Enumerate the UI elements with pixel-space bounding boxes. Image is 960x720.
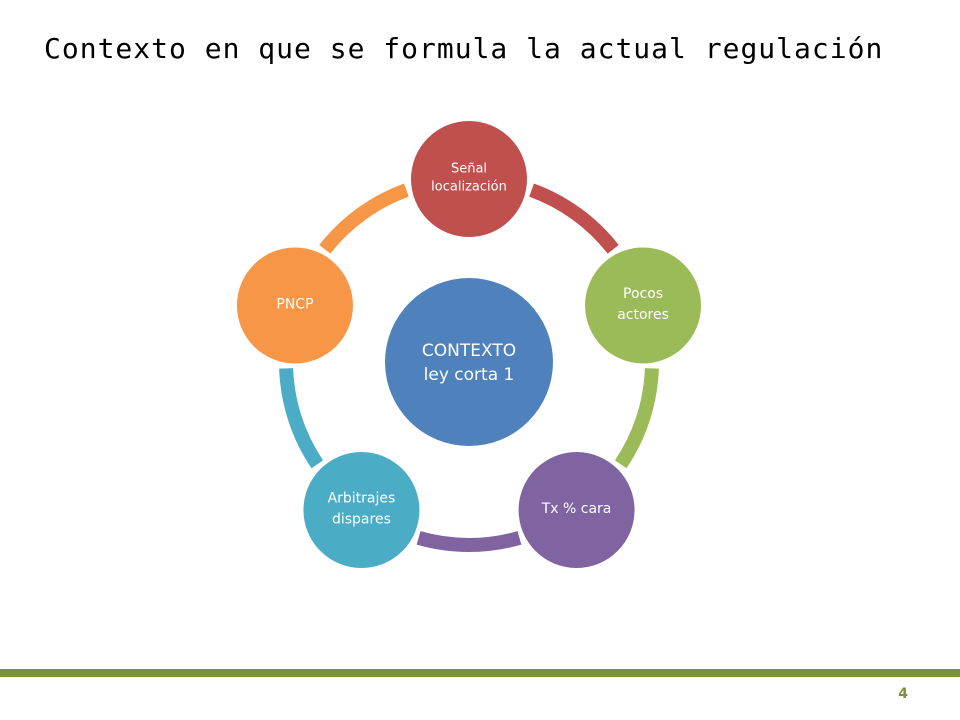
slide-title: Contexto en que se formula la actual reg… xyxy=(44,32,884,65)
cycle-ring xyxy=(279,183,659,552)
connector-arc-pncp xyxy=(319,183,409,254)
node-label-pncp: PNCP xyxy=(276,296,313,312)
node-pocos-actores xyxy=(585,247,702,364)
connector-arc-pocos-actores xyxy=(614,368,659,469)
node-label-tx-cara: Tx % cara xyxy=(541,501,612,517)
node-arbitrajes-dispares xyxy=(303,452,420,569)
connector-arc-senal-localizacion xyxy=(529,183,619,254)
node-pncp xyxy=(236,247,353,364)
node-tx-cara xyxy=(518,452,635,569)
node-senal-localizacion xyxy=(411,121,527,237)
connector-arc-arbitrajes-dispares xyxy=(279,368,324,469)
center-node xyxy=(385,278,553,446)
connector-arc-tx-cara xyxy=(416,531,522,552)
page-number: 4 xyxy=(898,686,908,702)
footer-bar xyxy=(0,669,960,677)
